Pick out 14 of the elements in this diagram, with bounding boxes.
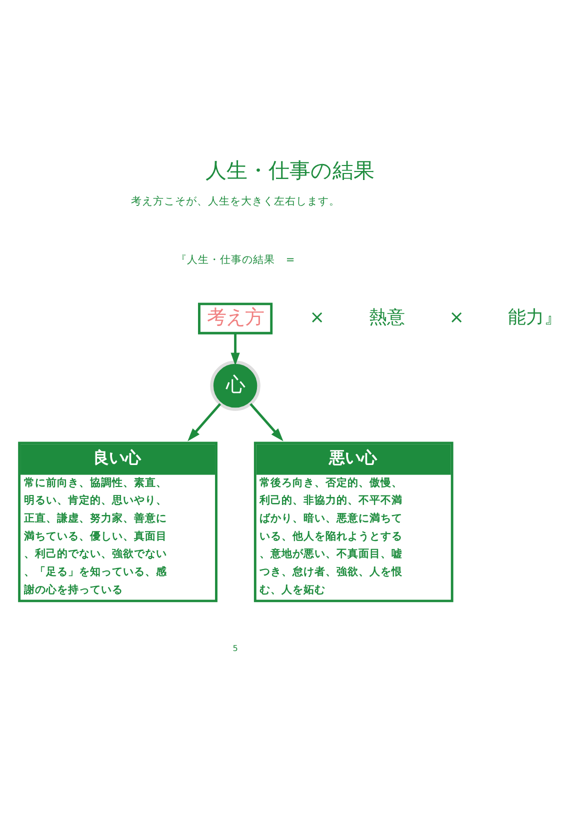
label: × [449, 306, 464, 328]
arrow [230, 332, 240, 366]
label: 熱意 [368, 306, 405, 328]
node-circle: 心 [210, 360, 260, 410]
label: 考え方こそが、人生を大きく左右します。 [130, 195, 340, 208]
arrow [188, 402, 222, 441]
arrow [250, 402, 284, 441]
node-box: 悪い心 常後ろ向き、否定的、傲慢、利己的、非協力的、不平不満ばかり、暗い、悪意に満ちている、他人を陥れようとする、意地が悪い、不真面目、嘘つき、怠け者、強欲、人を恨む、人を妬む [254, 441, 454, 602]
label: × [310, 306, 325, 328]
label: 5 [232, 642, 238, 653]
label: 能力』 [508, 306, 562, 328]
node-box: 考え方 [198, 302, 273, 334]
diagram-title: 人生・仕事の結果 [206, 156, 374, 182]
label: 『人生・仕事の結果 = [176, 253, 295, 266]
